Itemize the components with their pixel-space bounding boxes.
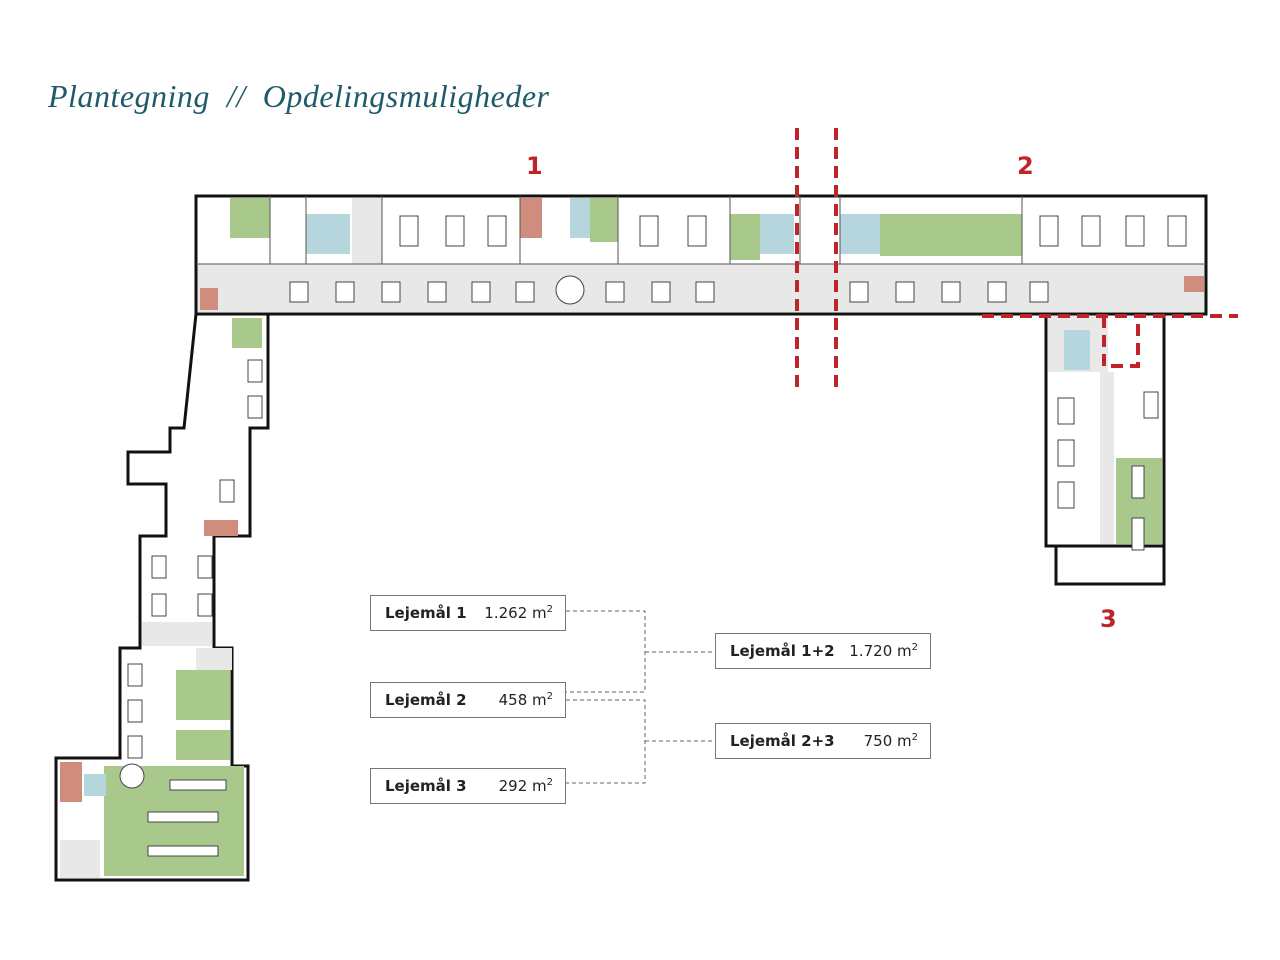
zone-label-2: 2	[1017, 152, 1034, 180]
lease-area: 1.720 m2	[849, 642, 918, 660]
lease-area: 750 m2	[863, 732, 918, 750]
lease-connectors	[566, 610, 715, 784]
desk-clusters-main	[289, 215, 1187, 305]
division-lines	[795, 128, 1238, 392]
lease-area: 292 m2	[498, 777, 553, 795]
page-title: Plantegning // Opdelingsmuligheder	[48, 78, 550, 114]
lease-area: 458 m2	[498, 691, 553, 709]
lease-box-2: Lejemål 2 458 m2	[370, 682, 566, 718]
lease-name: Lejemål 2	[385, 691, 467, 709]
lease-name: Lejemål 3	[385, 777, 467, 795]
lease-box-1: Lejemål 1 1.262 m2	[370, 595, 566, 631]
lease-name: Lejemål 1+2	[730, 642, 835, 660]
left-wing	[54, 312, 270, 882]
lease-name: Lejemål 1	[385, 604, 467, 622]
zone-label-3: 3	[1100, 605, 1117, 633]
lease-box-3: Lejemål 3 292 m2	[370, 768, 566, 804]
lease-area: 1.262 m2	[484, 604, 553, 622]
lease-box-1-2: Lejemål 1+2 1.720 m2	[715, 633, 931, 669]
lease-box-2-3: Lejemål 2+3 750 m2	[715, 723, 931, 759]
lease-name: Lejemål 2+3	[730, 732, 835, 750]
zone-label-1: 1	[526, 152, 543, 180]
